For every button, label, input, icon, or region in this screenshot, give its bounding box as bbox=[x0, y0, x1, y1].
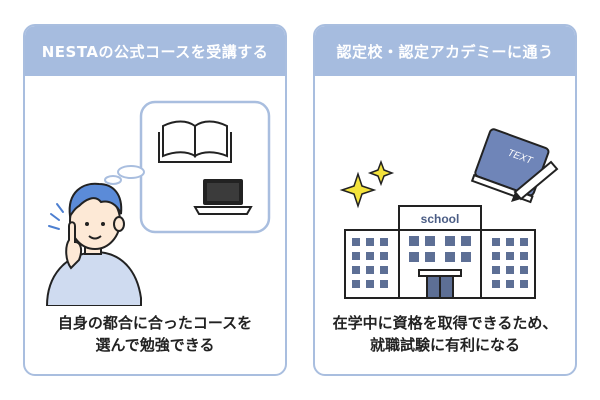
caption-line: 自身の都合に合ったコースを bbox=[57, 314, 253, 332]
card-caption: 在学中に資格を取得できるため、 就職試験に有利になる bbox=[315, 312, 575, 356]
caption-line: 就職試験に有利になる bbox=[369, 336, 520, 354]
course-card-school: 認定校・認定アカデミーに通う TEXT school bbox=[313, 24, 577, 376]
school-label: school bbox=[421, 212, 460, 226]
card-caption: 自身の都合に合ったコースを 選んで勉強できる bbox=[25, 312, 285, 356]
book-icon bbox=[158, 120, 232, 163]
caption-line: 選んで勉強できる bbox=[95, 336, 215, 354]
course-card-official: NESTAの公式コースを受講する bbox=[23, 24, 287, 376]
pencil-icon bbox=[511, 160, 559, 202]
school-illustration: TEXT school bbox=[339, 128, 559, 299]
laptop-icon bbox=[193, 179, 253, 215]
sparkle-icon bbox=[339, 171, 377, 209]
card-title: NESTAの公式コースを受講する bbox=[25, 26, 285, 76]
card-title: 認定校・認定アカデミーに通う bbox=[315, 26, 575, 76]
sparkle-icon bbox=[367, 159, 395, 187]
textbook-icon: TEXT bbox=[470, 128, 550, 204]
caption-line: 在学中に資格を取得できるため、 bbox=[332, 314, 558, 332]
student-thinking-illustration bbox=[45, 100, 271, 306]
